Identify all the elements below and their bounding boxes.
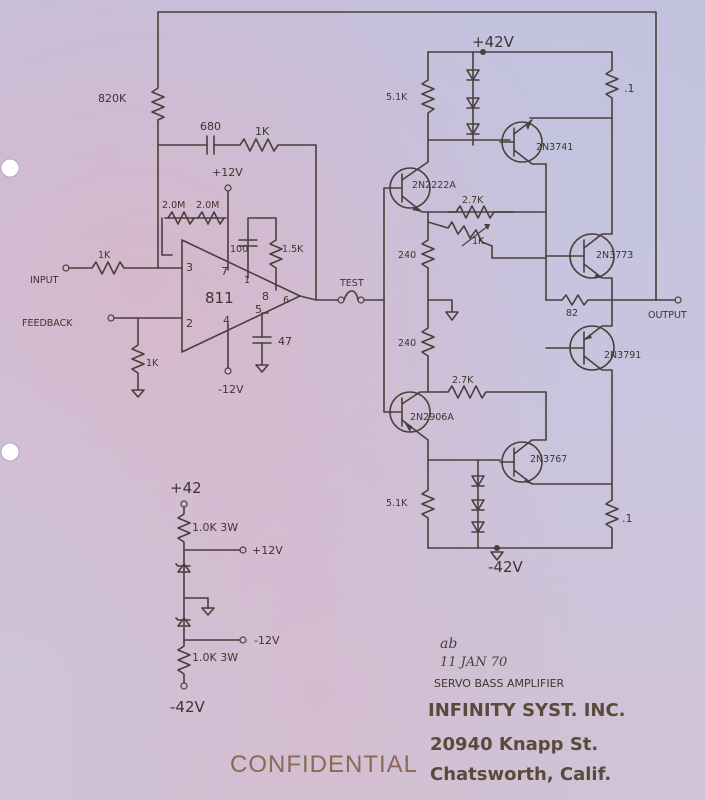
opamp-pin7: 7 [221,265,228,278]
opamp-pin1: 1 [244,275,250,286]
q-2n3741-label: 2N3741 [536,142,573,153]
resistor-820k: 820K [98,79,165,143]
cap-100-label: 100 [230,244,248,255]
resistor-820k-label: 820K [98,92,127,105]
feedback-input-network: FEEDBACK 1K [22,314,183,398]
q-2n3773-label: 2N3773 [596,250,633,261]
resistor-2m-b-label: 2.0M [196,200,219,211]
resistor-5-1k-top-label: 5.1K [386,92,408,103]
resistor-0-1-top-label: .1 [624,82,635,95]
resistor-5-1k-bottom-label: 5.1K [386,498,408,509]
opamp-minus12v-label: -12V [218,383,244,396]
transistor-2n3773: 2N3773 [545,117,633,301]
resistor-240-top-label: 240 [398,250,416,261]
test-label: TEST [339,278,364,289]
q-2n3767-label: 2N3767 [530,454,567,465]
bias-diodes-top [466,51,480,146]
title-annotation: ab 11 JAN 70 SERVO BASS AMPLIFIER [434,636,565,690]
resistor-2-7k-bottom-label: 2.7K [452,375,474,386]
date-annotation: 11 JAN 70 [440,655,507,670]
input-label: INPUT [30,275,59,286]
minus42-rail: -42V [427,545,613,576]
plus42v-top-label: +42V [472,33,515,51]
supply-plus12-label: +12V [252,544,283,557]
resistor-2m-a-label: 2.0M [162,200,185,211]
resistor-5-1k-top: 5.1K [386,79,511,141]
opamp-supply-offset: +12V 2.0M 2.0M [161,166,243,271]
bias-diodes-bottom [471,459,485,549]
resistor-240-top: 240 [398,211,435,301]
resistor-82-output: 82 OUTPUT [545,294,687,321]
resistor-2-7k-bottom: 2.7K [427,375,547,399]
opamp-pin5: 5 [255,303,262,316]
q-3791-label: 2N3791 [604,350,641,361]
plus42-rail: +42V [427,33,613,81]
resistor-1-5k-label: 1.5K [282,244,304,255]
q-2n2906a-label: 2N2906A [410,412,454,423]
company-stamp: INFINITY SYST. INC. 20940 Knapp St. Chat… [428,700,626,785]
stamp-street: 20940 Knapp St. [430,734,598,755]
transistor-2n2906a: 2N2906A [383,299,454,461]
resistor-1k-feedback-label: 1K [255,125,270,138]
confidential-stamp: CONFIDENTIAL [230,751,418,778]
binder-hole-bottom [0,442,20,462]
resistor-240-bottom-label: 240 [398,338,416,349]
resistor-0-1-bottom: .1 [605,483,633,549]
potentiometer-1k: 1K [427,221,547,259]
minus42v-bottom-label: -42V [488,558,523,576]
title-annotation-text: SERVO BASS AMPLIFIER [434,677,565,690]
transistor-2n3767: 2N3767 [427,391,613,485]
transistor-2n3741: 2N3741 [499,119,573,301]
opamp-pin3: 3 [186,261,193,274]
stamp-city: Chatsworth, Calif. [430,764,611,785]
supply-regulator: +42 1.0K 3W +12V -12V 1.0K 3W -42V [170,479,283,716]
output-label: OUTPUT [648,310,687,321]
feedback-loop-wire [157,11,657,301]
resistor-1k-ground-label: 1K [146,358,159,369]
opamp-minus12v: -12V [218,323,244,396]
supply-r2-label: 1.0K 3W [192,651,238,664]
opamp-plus12v-label: +12V [212,166,243,179]
potentiometer-1k-label: 1K [472,236,485,247]
opamp-pin6: 6 [283,295,289,306]
resistor-5-1k-bottom: 5.1K [386,459,435,549]
opamp-pin8: 8 [262,290,269,303]
cap-47: 47 [252,312,292,373]
center-ground [427,299,459,321]
cap-680-label: 680 [200,120,221,133]
compensation-network: 100 1.5K [230,217,304,291]
transistor-2n2222a: 2N2222A [383,139,515,301]
resistor-0-1-top: .1 [529,51,635,119]
feedback-label: FEEDBACK [22,318,73,329]
supply-minus12-label: -12V [254,634,280,647]
q-2n2222a-label: 2N2222A [412,180,456,191]
stamp-company: INFINITY SYST. INC. [428,700,626,721]
resistor-1k-input-label: 1K [98,250,111,261]
resistor-82-label: 82 [566,308,578,319]
resistor-240-bottom: 240 [398,299,435,393]
input-network: INPUT 1K [30,250,183,286]
binder-hole-top [0,158,20,178]
opamp-pin2: 2 [186,317,193,330]
test-point: TEST [299,278,385,304]
opamp-811: 811 3 2 7 4 1 8 5 6 [181,239,301,353]
resistor-2-7k-top: 2.7K [447,195,547,219]
resistor-2-7k-top-label: 2.7K [462,195,484,206]
cap-680-and-r1k: 680 1K [157,120,317,301]
initials-annotation: ab [440,636,457,652]
supply-minus42-label: -42V [170,698,205,716]
opamp-pin4: 4 [223,314,230,327]
cap-47-label: 47 [278,335,292,348]
transistor-2n3791: 2N3791 [545,299,641,485]
supply-r1-label: 1.0K 3W [192,521,238,534]
opamp-name-label: 811 [205,289,234,307]
resistor-0-1-bottom-label: .1 [622,512,633,525]
supply-plus42-label: +42 [170,479,202,497]
